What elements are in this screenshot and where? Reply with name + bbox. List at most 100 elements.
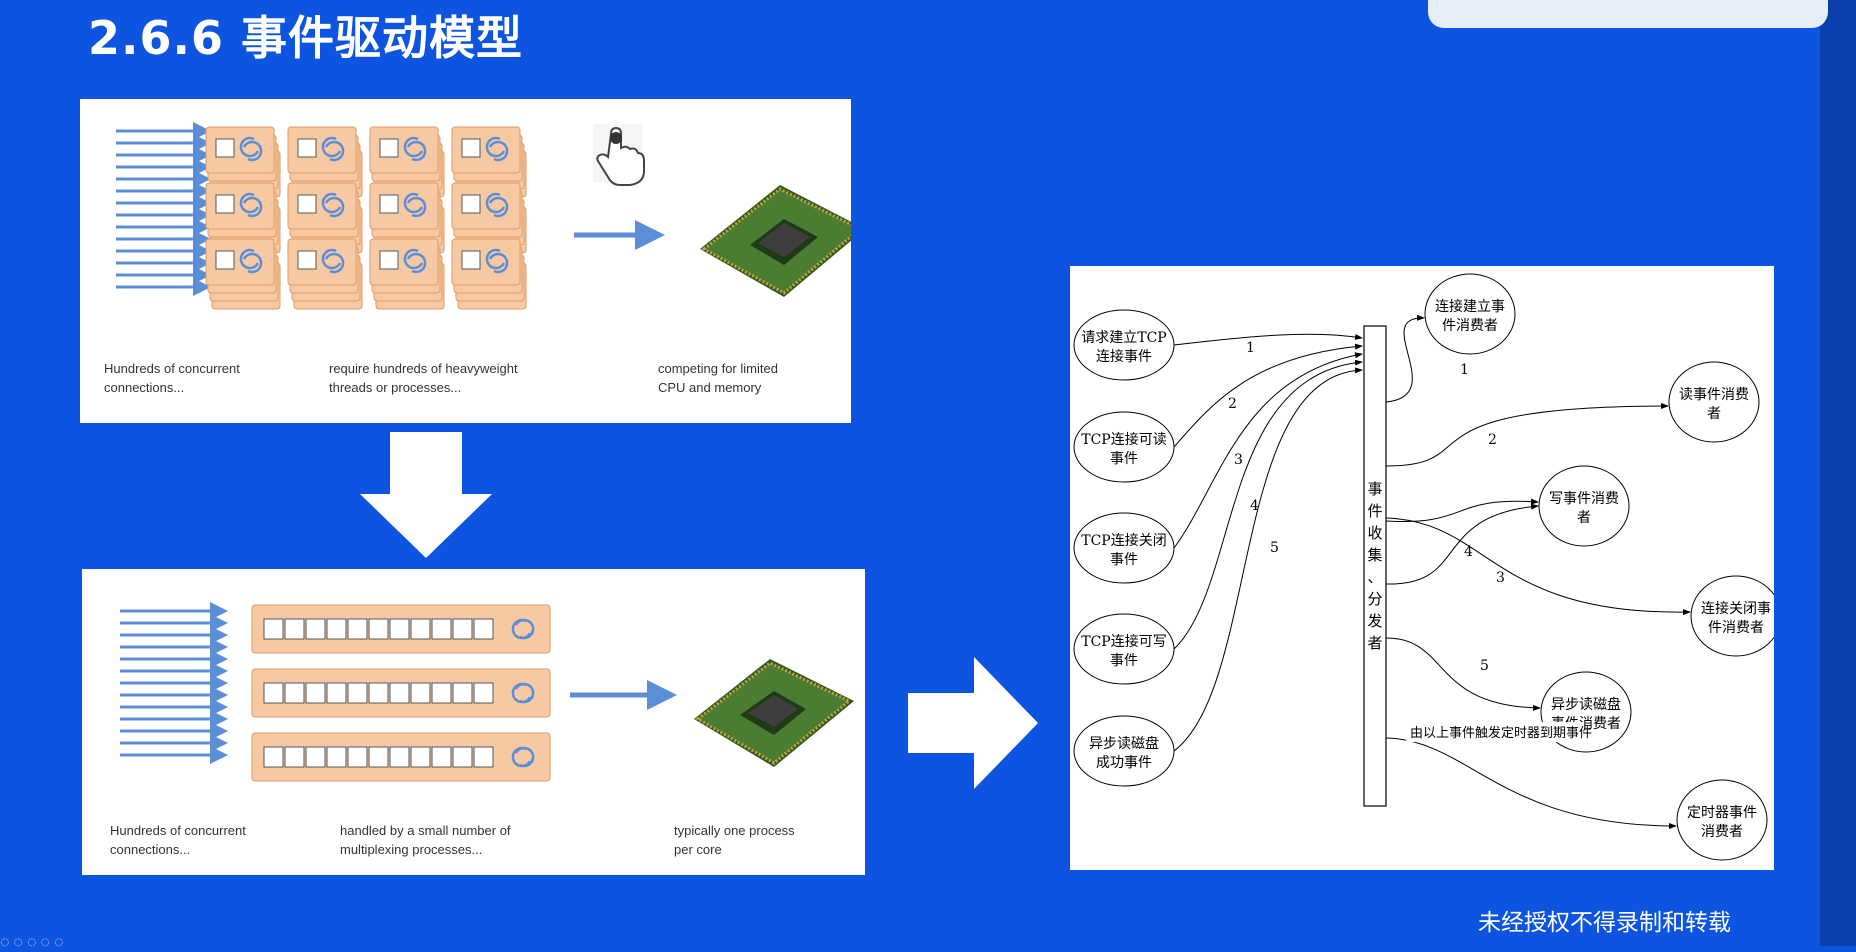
thread-square [461, 250, 481, 270]
hand-cursor-icon [593, 124, 645, 186]
bottom-panel: Hundreds of concurrent connections... ha… [82, 569, 865, 875]
queue-slot [452, 746, 473, 768]
connection-arrows [120, 602, 228, 764]
queue-slot [284, 618, 305, 640]
thread-cycle-icon [321, 192, 345, 218]
event-node-label: TCP连接可写 [1081, 633, 1166, 650]
dispatcher-label-char: 发 [1367, 612, 1382, 630]
queue-slot [368, 682, 389, 704]
queue-cycle-icon [511, 682, 535, 704]
svg-text:5: 5 [1480, 658, 1489, 674]
incoming-edge-numbers: 1 2 3 4 5 [1228, 340, 1279, 556]
consumer-node-label: 写事件消费 [1549, 491, 1619, 507]
cpu-chip-icon [700, 185, 865, 297]
consumer-node-label: 定时器事件 [1687, 805, 1757, 821]
queue-slot [368, 746, 389, 768]
top-panel: Hundreds of concurrent connections... re… [80, 99, 865, 423]
caption-connections: Hundreds of concurrent connections... [110, 823, 246, 857]
consumer-node-label: 者 [1707, 406, 1721, 422]
event-node-label: 事件 [1110, 552, 1138, 568]
event-node-label: 事件 [1110, 653, 1138, 669]
bottom-panel-illustration [120, 602, 854, 782]
thread-cycle-icon [403, 248, 427, 274]
thread-square [297, 194, 317, 214]
thread-cycle-icon [485, 136, 509, 162]
thread-square [215, 250, 235, 270]
queue-slot [389, 682, 410, 704]
thread-square [461, 138, 481, 158]
event-node-label: 请求建立TCP [1081, 330, 1166, 346]
queue-slot [452, 618, 473, 640]
queue-slot [305, 746, 326, 768]
dispatcher-bar [1363, 325, 1387, 807]
consumer-node-label: 消费者 [1701, 824, 1743, 840]
dispatcher-label-char: 事 [1367, 480, 1382, 498]
thread-square [215, 194, 235, 214]
consumer-node-label: 连接建立事 [1435, 298, 1505, 315]
queue-slot [347, 618, 368, 640]
consumer-node-label: 件消费者 [1442, 318, 1498, 334]
thread-cycle-icon [485, 248, 509, 274]
queue-slot [326, 682, 347, 704]
consumer-node-label: 异步读磁盘 [1551, 696, 1621, 713]
svg-text:3: 3 [1496, 570, 1505, 586]
outgoing-edges [1385, 314, 1691, 829]
event-node-label: TCP连接可读 [1081, 431, 1166, 448]
thread-square [379, 250, 399, 270]
event-node-label: 连接事件 [1096, 348, 1152, 365]
queue-slot [473, 746, 494, 768]
queue-cycle-icon [511, 746, 535, 768]
thread-cycle-icon [403, 136, 427, 162]
thread-square [297, 138, 317, 158]
queue-cycle-icon [511, 618, 535, 640]
thread-blocks [205, 126, 527, 310]
thread-cycle-icon [239, 192, 263, 218]
dispatcher-label-char: 收 [1367, 524, 1382, 542]
left-event-nodes: 请求建立TCP 连接事件 TCP连接可读 事件 TCP连接关闭 事件 TCP连接… [1073, 309, 1175, 787]
right-edge-strip [1820, 0, 1856, 946]
outgoing-edge-numbers: 1 2 4 3 5 [1460, 362, 1505, 674]
watermark-text: 未经授权不得录制和转载 [1478, 910, 1731, 936]
queue-slot [305, 682, 326, 704]
thread-cycle-icon [403, 192, 427, 218]
consumer-nodes: 连接建立事 件消费者 读事件消费 者 写事件消费 者 连接关闭事 件消费者 异步… [1424, 273, 1782, 861]
consumer-node-label: 读事件消费 [1679, 386, 1749, 403]
queue-slot [263, 746, 284, 768]
queue-slot [305, 618, 326, 640]
svg-text:4: 4 [1250, 498, 1259, 514]
event-node-label: 成功事件 [1096, 755, 1152, 771]
thread-cycle-icon [485, 192, 509, 218]
queue-slot [263, 618, 284, 640]
queue-slot [347, 746, 368, 768]
multiplex-queues [251, 604, 551, 782]
dispatcher-label-char: 件 [1367, 502, 1382, 520]
thread-cycle-icon [321, 136, 345, 162]
svg-text:5: 5 [1270, 540, 1279, 556]
caption-connections: Hundreds of concurrent connections... [104, 361, 240, 395]
cpu-chip-icon [694, 659, 854, 767]
queue-slot [431, 682, 452, 704]
consumer-node-label: 件消费者 [1708, 620, 1764, 636]
svg-text:2: 2 [1228, 396, 1237, 412]
thread-square [379, 138, 399, 158]
queue-slot [431, 618, 452, 640]
caption-core: typically one process per core [674, 823, 795, 857]
dispatcher-label-char: 分 [1367, 590, 1382, 608]
queue-slot [389, 746, 410, 768]
top-panel-illustration [116, 122, 865, 310]
caption-threads: require hundreds of heavyweight threads … [329, 361, 518, 395]
dispatcher-label-char: 集 [1367, 546, 1382, 564]
queue-slot [410, 682, 431, 704]
queue-slot [410, 746, 431, 768]
svg-text:4: 4 [1464, 544, 1473, 560]
dispatcher-label: 事件收集、分发者 [1367, 480, 1382, 652]
queue-slot [410, 618, 431, 640]
player-controls-icon: ◌◌◌◌◌ [0, 934, 68, 951]
svg-text:1: 1 [1460, 362, 1469, 378]
caption-cpu: competing for limited CPU and memory [658, 361, 778, 395]
consumer-node-label: 者 [1577, 510, 1591, 526]
page-title: 2.6.6 事件驱动模型 [88, 11, 523, 65]
event-node-label: 异步读磁盘 [1089, 735, 1159, 752]
queue-slot [473, 682, 494, 704]
caption-multiplex: handled by a small number of multiplexin… [340, 823, 511, 857]
